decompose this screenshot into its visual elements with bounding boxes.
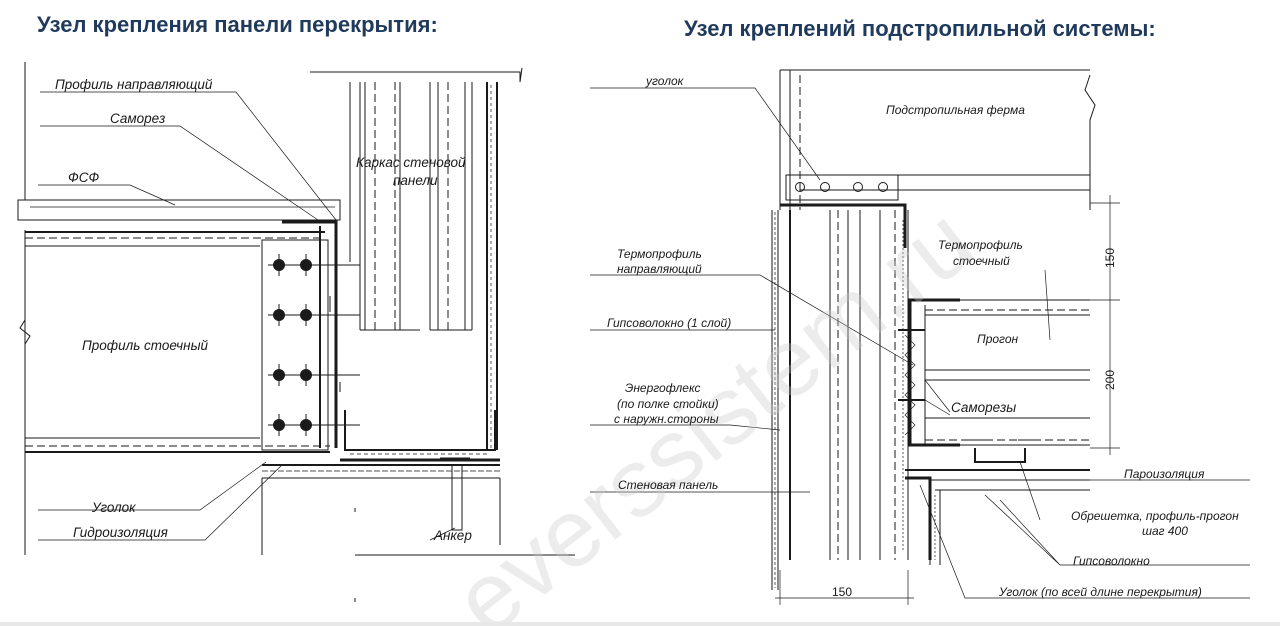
label-profile-drain: Профиль стоечный [82,338,209,353]
right-drawing [590,69,1250,605]
label-anchor: Анкер [433,528,472,543]
left-diagram-title: Узел крепления панели перекрытия: [37,12,438,37]
label-fsf: ФСФ [68,170,99,185]
left-drawing [17,62,575,602]
label-lathing-2: шаг 400 [1142,524,1188,538]
label-angle-full: Уголок (по всей длине перекрытия) [998,585,1202,599]
label-thermo-drain-1: Термопрофиль [938,238,1023,252]
label-screws: Саморезы [951,400,1016,415]
label-gypsum-1layer: Гипсоволокно (1 слой) [607,316,731,330]
label-thermo-guide-2: направляющий [617,262,702,276]
label-screw: Саморез [110,111,165,126]
label-profile-guide: Профиль направляющий [55,77,213,92]
dim-150-vertical: 150 [1103,248,1117,268]
bolt-group [268,254,360,436]
dim-150-horizontal: 150 [832,585,852,599]
label-purlin: Прогон [977,332,1019,346]
label-angle-left: Уголок [91,500,136,515]
label-wall-frame-2: панели [393,173,438,188]
bottom-bar [0,622,1280,626]
label-energoflex-2: (по полке стойки) [617,397,719,411]
label-thermo-drain-2: стоечный [953,254,1010,268]
label-wall-panel: Стеновая панель [618,478,718,492]
truss-bolts [795,182,888,192]
label-lathing-1: Обрешетка, профиль-прогон [1071,509,1239,523]
label-truss: Подстропильная ферма [886,103,1025,117]
label-vapor: Пароизоляция [1124,467,1205,481]
label-energoflex-3: с наружн.стороны [614,412,719,426]
label-thermo-guide-1: Термопрофиль [617,247,702,261]
dim-200-vertical: 200 [1103,370,1117,390]
right-diagram-title: Узел креплений подстропильной системы: [684,16,1156,41]
label-angle-top: уголок [645,74,685,88]
label-waterproofing: Гидроизоляция [73,525,168,540]
label-wall-frame-1: Каркас стеновой [356,155,466,170]
label-gypsum: Гипсоволокно [1073,554,1150,568]
label-energoflex-1: Энергофлекс [625,381,700,395]
